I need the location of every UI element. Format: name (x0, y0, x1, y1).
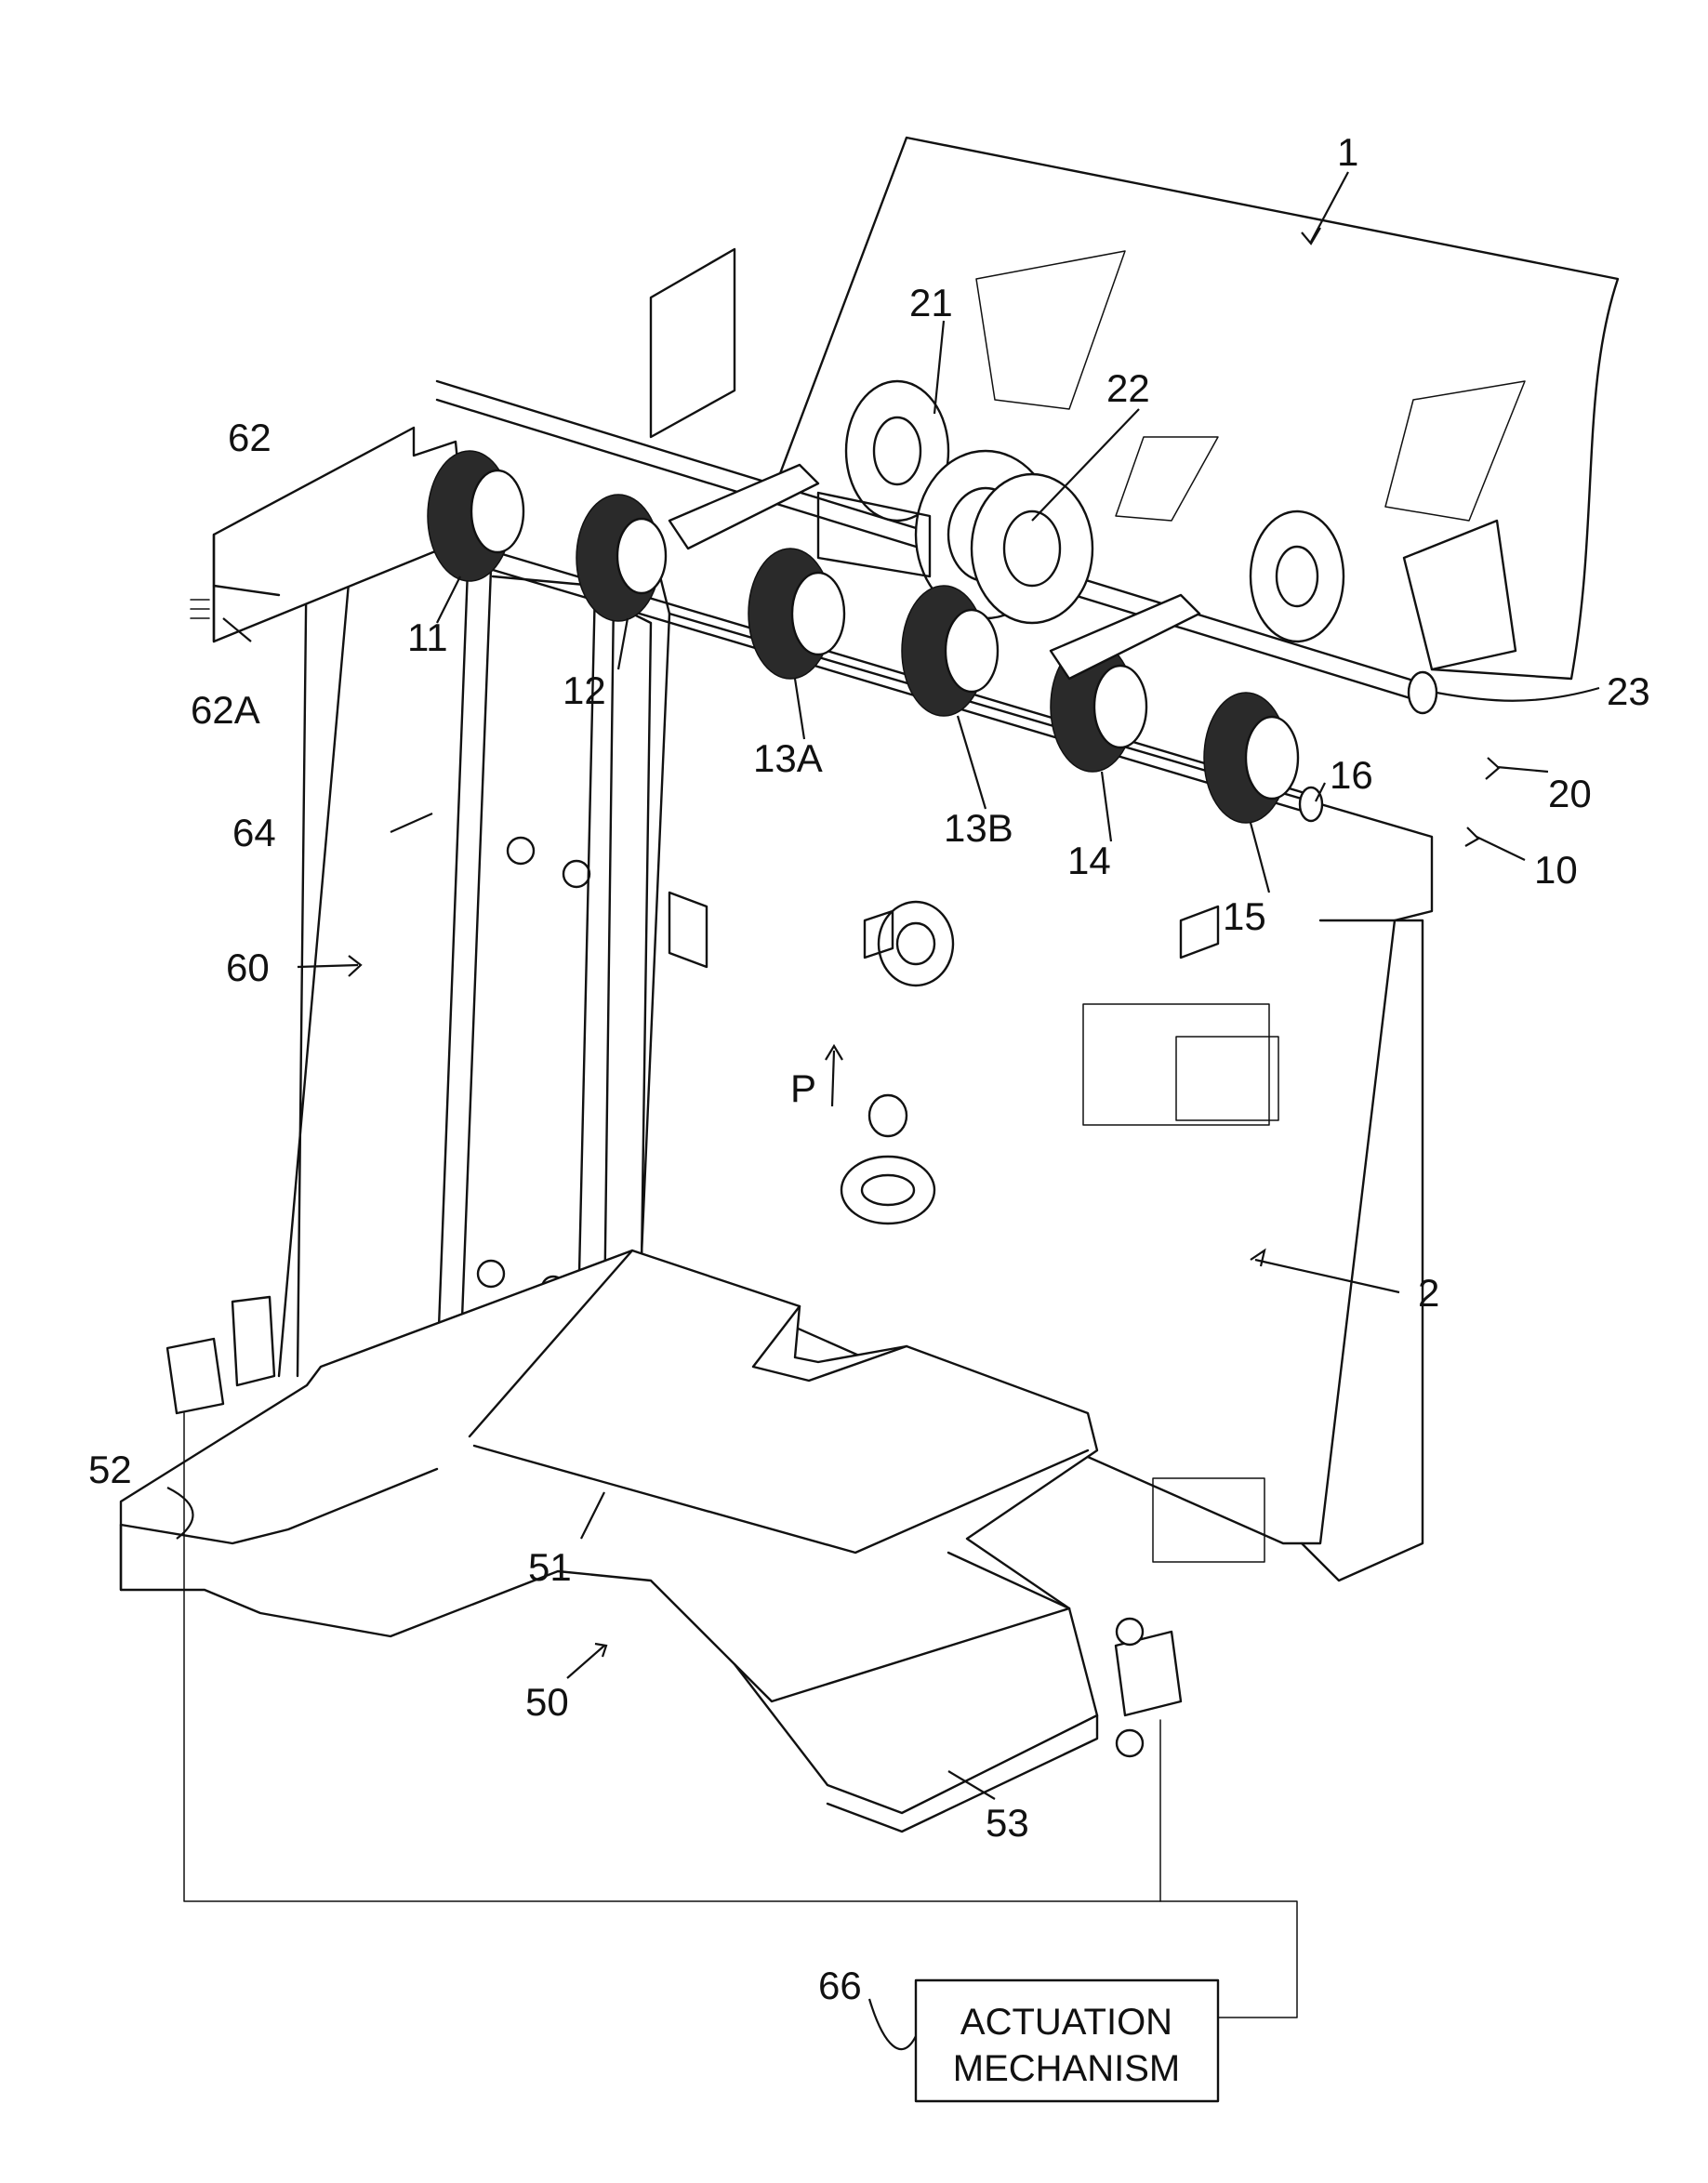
roller-15 (1204, 693, 1298, 823)
roller-assembly (428, 381, 1437, 823)
label-10: 10 (1534, 848, 1578, 892)
label-21: 21 (909, 281, 953, 324)
label-53: 53 (986, 1801, 1029, 1845)
tray (121, 1250, 1181, 1832)
label-64: 64 (232, 811, 276, 854)
label-16: 16 (1330, 753, 1373, 797)
label-12: 12 (563, 668, 606, 712)
label-2: 2 (1418, 1271, 1439, 1315)
label-52: 52 (88, 1448, 132, 1491)
label-23: 23 (1607, 669, 1650, 713)
label-51: 51 (528, 1545, 572, 1589)
actuation-line1: ACTUATION (960, 2002, 1172, 2043)
label-22: 22 (1106, 366, 1150, 410)
label-14: 14 (1067, 839, 1111, 882)
actuation-mechanism-box: ACTUATION MECHANISM (916, 1980, 1218, 2101)
plate-62 (191, 428, 465, 642)
label-13A: 13A (753, 736, 823, 780)
label-62A: 62A (191, 688, 260, 732)
label-20: 20 (1548, 772, 1592, 815)
label-50: 50 (525, 1680, 569, 1724)
label-62: 62 (228, 416, 271, 459)
label-15: 15 (1223, 894, 1266, 938)
label-11: 11 (407, 615, 448, 659)
label-1: 1 (1337, 130, 1358, 174)
roller-12 (576, 495, 666, 621)
label-13B: 13B (944, 806, 1013, 850)
roller-11 (428, 451, 523, 581)
actuation-line2: MECHANISM (953, 2048, 1180, 2089)
label-66: 66 (818, 1964, 862, 2007)
label-P: P (790, 1066, 816, 1110)
label-60: 60 (226, 946, 270, 989)
roller-13A (748, 549, 844, 679)
